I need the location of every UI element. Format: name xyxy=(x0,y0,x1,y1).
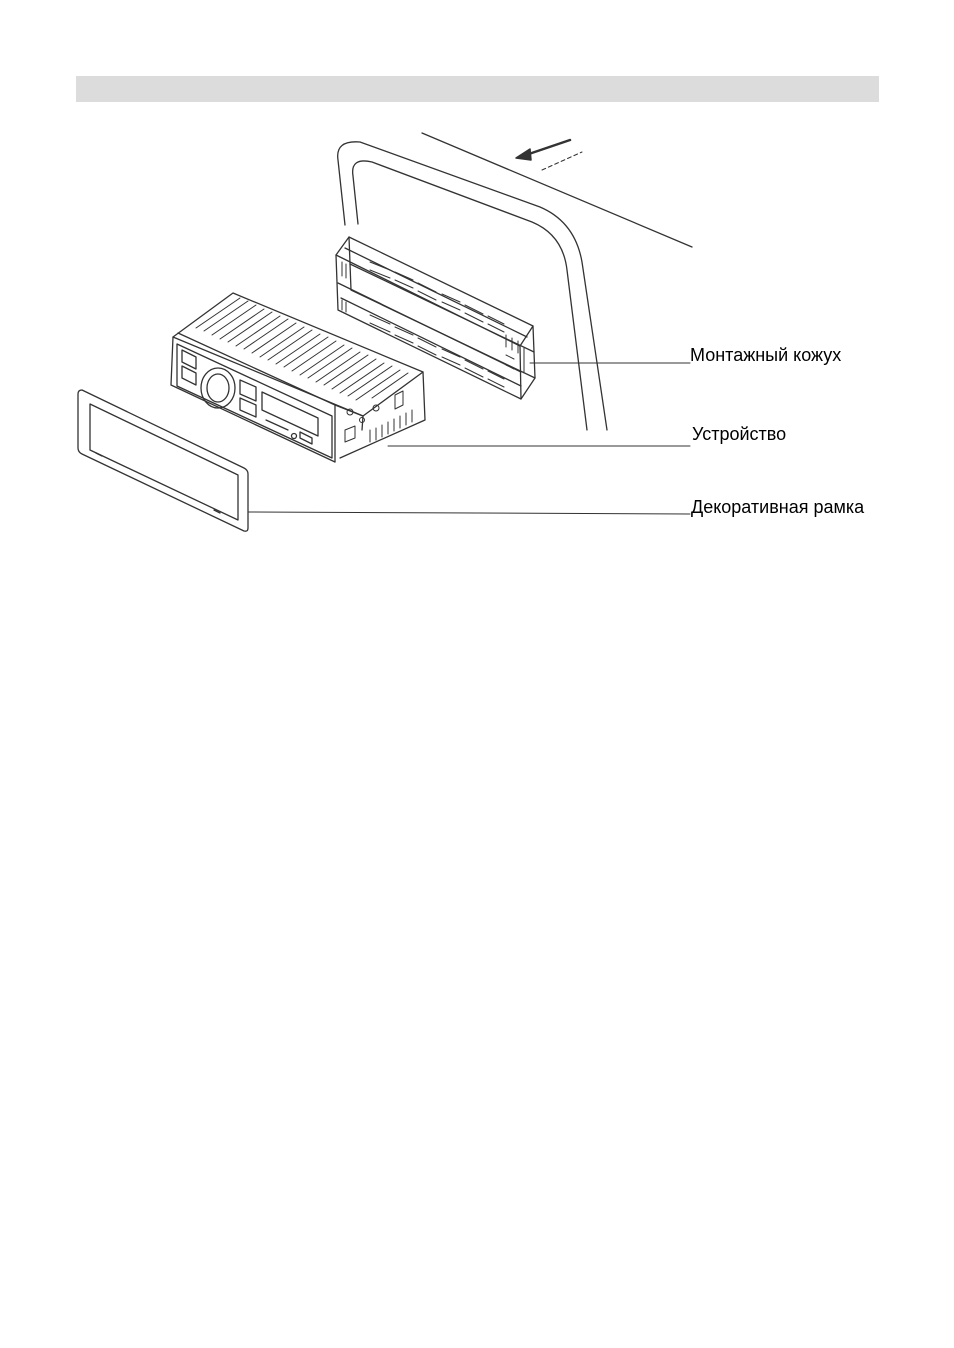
insert-direction-arrow-icon xyxy=(516,140,582,170)
decorative-frame xyxy=(78,390,248,531)
head-unit xyxy=(171,293,425,462)
head-unit-label: Устройство xyxy=(692,424,786,445)
mounting-sleeve xyxy=(336,237,535,399)
decorative-frame-label: Декоративная рамка xyxy=(691,497,864,518)
installation-diagram xyxy=(0,0,954,560)
frame-callout-line xyxy=(248,512,690,514)
mounting-sleeve-label: Монтажный кожух xyxy=(690,345,841,366)
